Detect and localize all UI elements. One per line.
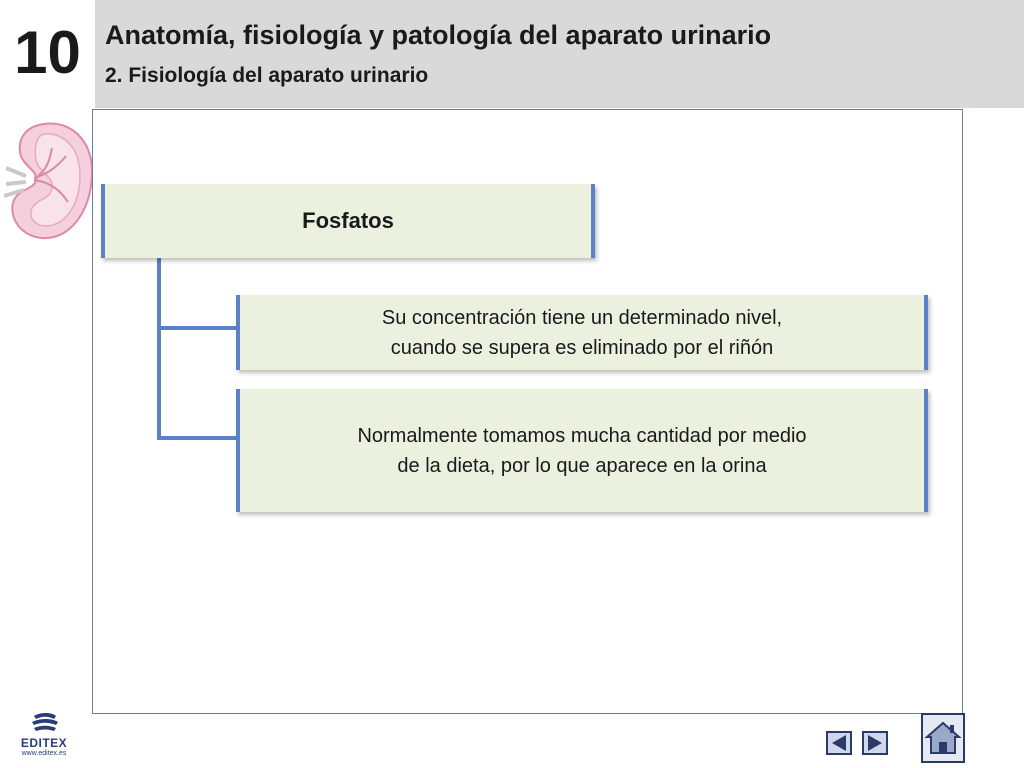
home-icon xyxy=(924,721,962,754)
header-band: Anatomía, fisiología y patología del apa… xyxy=(95,0,1024,108)
chapter-number: 10 xyxy=(14,19,81,86)
diagram-main-node: Fosfatos xyxy=(101,184,595,258)
diagram-child-node-1: Su concentración tiene un determinado ni… xyxy=(236,295,928,370)
page-subtitle: 2. Fisiología del aparato urinario xyxy=(105,64,429,87)
child-node-1-line-2: cuando se supera es eliminado por el riñ… xyxy=(390,336,774,359)
diagram-child-node-2: Normalmente tomamos mucha cantidad por m… xyxy=(236,389,928,512)
home-button[interactable] xyxy=(921,713,965,763)
triangle-right-icon xyxy=(868,735,882,751)
kidney-illustration xyxy=(4,122,94,240)
connector-branch-2 xyxy=(157,436,237,440)
triangle-left-icon xyxy=(832,735,846,751)
connector-trunk xyxy=(157,258,161,440)
editex-logo: EDITEX www.editex.es xyxy=(12,712,76,762)
next-slide-button[interactable] xyxy=(862,731,888,755)
editex-logo-mark-icon xyxy=(32,713,58,731)
previous-slide-button[interactable] xyxy=(826,731,852,755)
logo-url: www.editex.es xyxy=(21,750,67,757)
child-node-2-line-2: de la dieta, por lo que aparece en la or… xyxy=(397,454,767,477)
child-node-1-line-1: Su concentración tiene un determinado ni… xyxy=(381,306,783,329)
logo-name: EDITEX xyxy=(20,736,68,750)
connector-branch-1 xyxy=(157,326,237,330)
page-title: Anatomía, fisiología y patología del apa… xyxy=(105,20,772,50)
main-node-label: Fosfatos xyxy=(302,208,394,233)
child-node-2-line-1: Normalmente tomamos mucha cantidad por m… xyxy=(357,424,807,447)
